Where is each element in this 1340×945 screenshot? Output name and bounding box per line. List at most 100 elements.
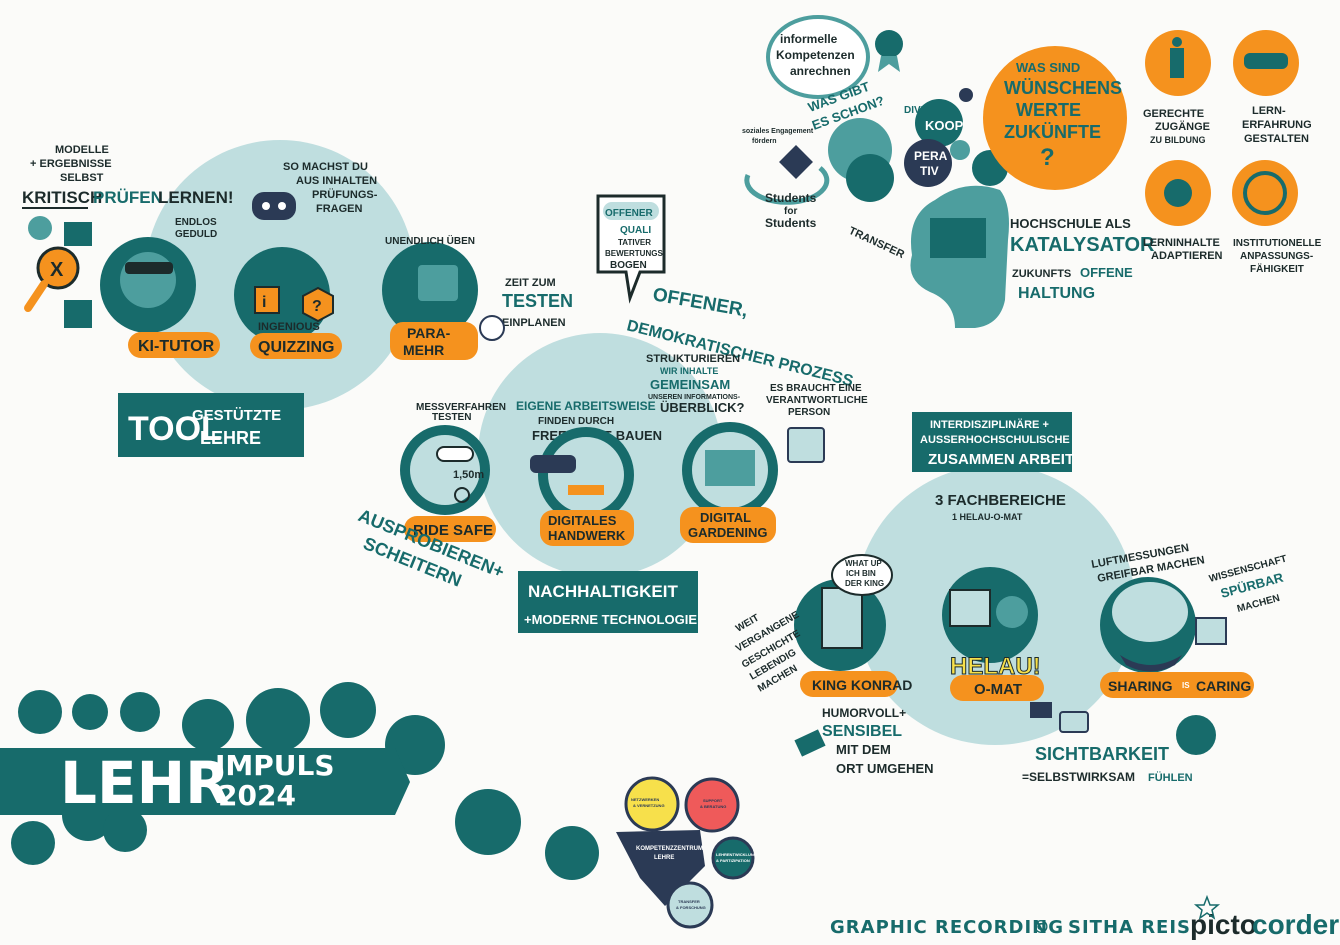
- self-1: =SELBSTWIRKSAM: [1022, 770, 1135, 784]
- icon3-2: ADAPTIEREN: [1151, 250, 1223, 262]
- testing-note-1: MESSVERFAHREN: [416, 402, 506, 413]
- students-3: Students: [765, 216, 817, 230]
- paramehr-label-bg: [390, 322, 478, 360]
- collab-2: AUSSERHOCHSCHULISCHE: [920, 434, 1070, 446]
- nachhaltigkeit-label-1: NACHHALTIGKEIT: [528, 582, 678, 601]
- visibility: SICHTBARKEIT: [1035, 744, 1169, 764]
- handwerk-label-2: HANDWERK: [548, 528, 626, 543]
- practice-note: UNENDLICH ÜBEN: [385, 234, 475, 247]
- tool-critical: KRITISCH: [22, 188, 102, 207]
- handwerk-label-1: DIGITALES: [548, 513, 617, 528]
- helau-machine-icon: [949, 589, 991, 627]
- collab-3: ZUSAMMEN ARBEIT: [928, 451, 1074, 468]
- collab-banner: [912, 412, 1072, 472]
- credit-copyright: ©: [1032, 917, 1050, 938]
- king-quote-2: ICH BIN: [846, 569, 876, 578]
- bike-icon: [454, 487, 470, 503]
- ki-tutor-label-bg: [128, 332, 220, 358]
- handwerk-label-bg: [540, 510, 634, 546]
- quiz-note-4: FRAGEN: [316, 203, 363, 215]
- tool-label-small-1: GESTÜTZTE: [192, 407, 281, 424]
- node-support-2: & BERATUNG: [700, 804, 726, 809]
- informal-2: Kompetenzen: [776, 48, 855, 62]
- tool-check: PRÜFEN: [93, 188, 163, 207]
- structure-5: ÜBERBLICK?: [660, 400, 745, 415]
- car-icon: [436, 446, 474, 462]
- king-picture-icon: [821, 587, 863, 649]
- star-icon: [1193, 894, 1221, 920]
- svg-text:i: i: [262, 294, 266, 311]
- humor-3: MIT DEM: [836, 742, 891, 757]
- structure-3: GEMEINSAM: [650, 377, 730, 392]
- icon4-2: ANPASSUNGS-: [1240, 251, 1313, 262]
- paramehr-label-2: MEHR: [403, 342, 444, 358]
- sign-2: QUALI: [620, 225, 651, 236]
- brand-picto: picto: [1190, 909, 1257, 940]
- icon3-1: LERNINHALTE: [1143, 237, 1220, 249]
- informal-3: anrechnen: [790, 64, 851, 78]
- node-netzwerk-2: & VERNETZUNG: [633, 803, 665, 808]
- attitude-3: HALTUNG: [1018, 285, 1095, 302]
- brand-corder: corder: [1252, 909, 1339, 940]
- tool-label-small-2: LEHRE: [200, 428, 261, 448]
- wish-3: WERTE: [1016, 100, 1081, 120]
- humor-2: SENSIBEL: [822, 723, 902, 740]
- distance: 1,50m: [453, 469, 484, 481]
- structure-4: UNSEREN INFORMATIONS-: [648, 394, 741, 401]
- wish-2: WÜNSCHENS: [1004, 78, 1122, 98]
- person-note-2: VERANTWORTLICHE: [766, 395, 868, 406]
- doc-icon-2: [64, 300, 92, 328]
- pr-camera-icon: [1030, 702, 1052, 718]
- robot-icon: [252, 192, 296, 220]
- credit-author: SITHA REIS: [1068, 917, 1191, 938]
- tool-header-1: MODELLE: [55, 144, 109, 156]
- sign-3: TATIVER: [618, 238, 651, 247]
- pera: PERA: [914, 149, 948, 163]
- king-quote-3: DER KING: [845, 579, 884, 588]
- structure-1: STRUKTURIEREN: [646, 353, 740, 365]
- king-speech-bubble: [831, 554, 893, 596]
- node-support: [684, 777, 740, 833]
- node-netzwerk: [624, 776, 680, 832]
- notes-icon: [705, 450, 755, 486]
- ride-safe-label-bg: [404, 516, 496, 542]
- wish-1: WAS SIND: [1016, 60, 1080, 75]
- koop-bubble: [915, 99, 963, 147]
- svg-text:?: ?: [312, 298, 322, 315]
- ki-tutor-label: KI-TUTOR: [138, 338, 215, 355]
- tool-label-big: TOOL: [128, 410, 222, 448]
- self-2: FÜHLEN: [1148, 771, 1193, 784]
- nachhaltigkeit-label-2: +MODERNE TECHNOLOGIE: [524, 612, 697, 627]
- quiz-note-3: PRÜFUNGS-: [312, 188, 378, 201]
- node-transfer: [666, 881, 714, 929]
- structure-2: WIR INHALTE: [660, 366, 718, 376]
- tool-header-3: SELBST: [60, 172, 104, 184]
- icon2-2: ERFAHRUNG: [1242, 119, 1312, 131]
- title-sub2: 2024: [218, 779, 296, 812]
- air-cloud-icon: [1112, 582, 1188, 642]
- icon1-3: ZU BILDUNG: [1150, 135, 1206, 145]
- tool-header-2: + ERGEBNISSE: [30, 158, 112, 170]
- perativ-bubble: [904, 139, 952, 187]
- node-lehr-1: LEHRENTWICKLUNG: [716, 852, 757, 857]
- informal-bubble: [766, 15, 870, 99]
- gardening-label-bg: [680, 507, 776, 543]
- vr-user-icon: [120, 252, 176, 308]
- credit-recording: GRAPHIC RECORDING: [830, 917, 1064, 938]
- paramehr-label-1: PARA-: [407, 325, 451, 341]
- catalyst-1: HOCHSCHULE ALS: [1010, 216, 1131, 231]
- person-note-1: ES BRAUCHT EINE: [770, 383, 862, 394]
- sign-5: BOGEN: [610, 260, 647, 271]
- wish-4: ZUKÜNFTE: [1004, 122, 1101, 142]
- node-transfer-1: TRANSFER: [678, 899, 700, 904]
- catalyst-2: KATALYSATOR: [1010, 234, 1155, 256]
- person-note-3: PERSON: [788, 407, 830, 418]
- fach-2: 1 HELAU-O-MAT: [952, 512, 1023, 522]
- magnifier-x-icon: X: [24, 246, 80, 312]
- tool-learn: LERNEN!: [158, 188, 234, 207]
- transfer: TRANSFER: [847, 225, 906, 261]
- info-icon: [254, 286, 280, 314]
- building-icon: [930, 218, 986, 258]
- kompetenz-center-1: KOMPETENZZENTRUM: [636, 846, 703, 852]
- time-note-2: TESTEN: [502, 291, 573, 311]
